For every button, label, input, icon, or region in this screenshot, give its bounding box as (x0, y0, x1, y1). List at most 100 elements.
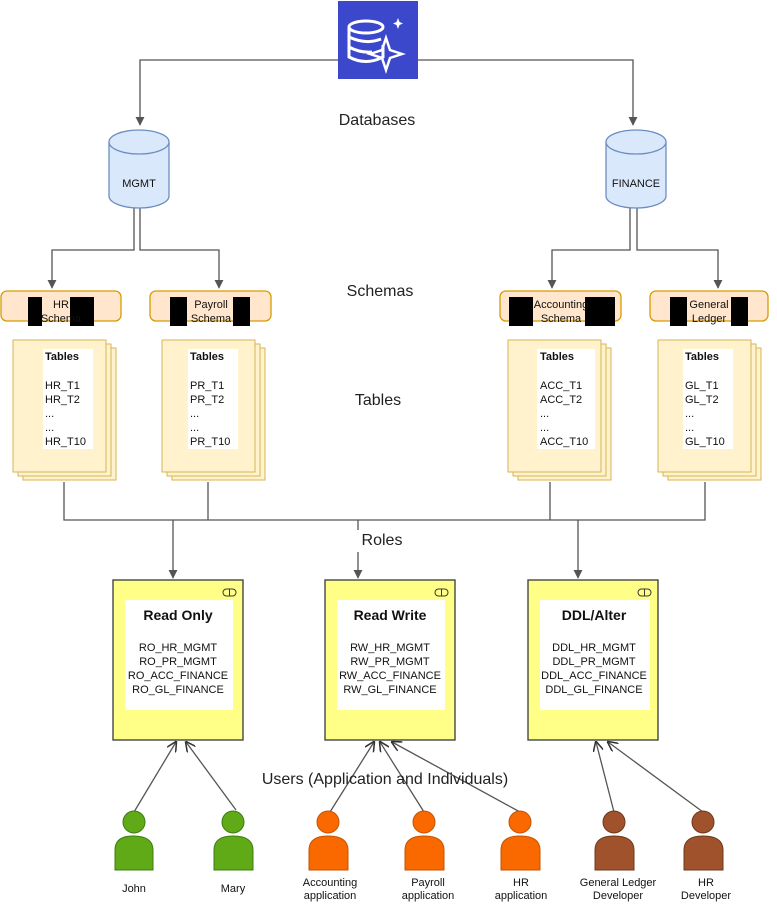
tables-payroll-item: ... (190, 408, 199, 420)
tables-payroll-item: PR_T10 (190, 436, 230, 448)
role-ddl-alter-title: DDL/Alter (562, 607, 627, 623)
user-general-ledger-developer-label1: General Ledger (580, 877, 657, 889)
tables-hr: Tables HR_T1 HR_T2 ... ... HR_T10 (12, 339, 117, 481)
role-read-only-title: Read Only (143, 607, 212, 623)
tables-hr-item: HR_T10 (45, 436, 86, 448)
role-read-write-item: RW_ACC_FINANCE (339, 670, 441, 682)
schema-payroll-line1: Payroll (194, 299, 228, 311)
user-person-icon (594, 835, 635, 871)
connectors (47, 59, 723, 813)
user-accounting-application: Accounting application (303, 810, 357, 902)
user-hr-developer-label1: HR (698, 877, 714, 889)
database-mgmt: MGMT (108, 129, 170, 209)
user-person-icon (221, 810, 245, 834)
user-hr-application-label1: HR (513, 877, 529, 889)
tables-payroll: Tables PR_T1 PR_T2 ... ... PR_T10 (161, 339, 266, 481)
user-person-icon (404, 835, 445, 871)
schema-general-ledger-line1: General (689, 299, 728, 311)
role-read-write: Read Write RW_HR_MGMT RW_PR_MGMT RW_ACC_… (324, 579, 456, 741)
tables-payroll-header: Tables (190, 351, 224, 363)
tables-accounting: Tables ACC_T1 ACC_T2 ... ... ACC_T10 (507, 339, 612, 481)
role-read-write-item: RW_HR_MGMT (350, 642, 430, 654)
role-ddl-alter-item: DDL_GL_FINANCE (545, 684, 642, 696)
tables-payroll-item: PR_T2 (190, 394, 224, 406)
tables-hr-item: ... (45, 408, 54, 420)
tables-general-ledger-item: GL_T2 (685, 394, 719, 406)
tables-payroll-item: PR_T1 (190, 380, 224, 392)
user-hr-application-label2: application (495, 890, 548, 902)
user-mary: Mary (213, 810, 254, 895)
user-accounting-application-label2: application (304, 890, 357, 902)
tables-hr-item: ... (45, 422, 54, 434)
tables-hr-item: HR_T1 (45, 380, 80, 392)
schema-general-ledger-line2: Ledger (692, 313, 727, 325)
tables-accounting-header: Tables (540, 351, 574, 363)
heading-roles: Roles (362, 532, 403, 549)
user-general-ledger-developer-label2: Developer (593, 890, 643, 902)
role-ddl-alter-item: DDL_HR_MGMT (552, 642, 636, 654)
role-read-only: Read Only RO_HR_MGMT RO_PR_MGMT RO_ACC_F… (112, 579, 244, 741)
database-service-icon (338, 1, 418, 79)
role-read-write-title: Read Write (354, 607, 427, 623)
database-finance: FINANCE (605, 129, 667, 209)
tables-general-ledger-item: ... (685, 422, 694, 434)
database-finance-label: FINANCE (612, 178, 660, 190)
user-hr-application: HR application (495, 810, 548, 902)
user-person-icon (316, 810, 340, 834)
role-read-only-item: RO_GL_FINANCE (132, 684, 224, 696)
heading-databases: Databases (339, 112, 416, 129)
tables-accounting-item: ACC_T1 (540, 380, 582, 392)
schema-accounting: Accounting Schema (499, 290, 622, 326)
user-person-icon (308, 835, 349, 871)
heading-tables: Tables (355, 392, 401, 409)
user-payroll-application-label2: application (402, 890, 455, 902)
user-hr-developer: HR Developer (681, 810, 731, 902)
database-mgmt-label: MGMT (122, 178, 156, 190)
role-read-write-item: RW_PR_MGMT (350, 656, 430, 668)
user-person-icon (691, 810, 715, 834)
schema-payroll: Payroll Schema (149, 290, 272, 326)
schema-hr-line2: Schema (41, 313, 82, 325)
schema-hr-line1: HR (53, 299, 69, 311)
tables-payroll-item: ... (190, 422, 199, 434)
role-ddl-alter: DDL/Alter DDL_HR_MGMT DDL_PR_MGMT DDL_AC… (527, 579, 659, 741)
user-person-icon (602, 810, 626, 834)
tables-general-ledger: Tables GL_T1 GL_T2 ... ... GL_T10 (657, 339, 762, 481)
user-payroll-application: Payroll application (402, 810, 455, 902)
role-read-only-item: RO_ACC_FINANCE (128, 670, 228, 682)
user-hr-developer-label2: Developer (681, 890, 731, 902)
user-john: John (114, 810, 154, 895)
tables-accounting-item: ACC_T2 (540, 394, 582, 406)
schema-payroll-line2: Schema (191, 313, 232, 325)
role-ddl-alter-item: DDL_PR_MGMT (552, 656, 635, 668)
user-payroll-application-label1: Payroll (411, 877, 445, 889)
tables-general-ledger-item: GL_T10 (685, 436, 725, 448)
schema-accounting-line1: Accounting (534, 299, 588, 311)
tables-general-ledger-header: Tables (685, 351, 719, 363)
role-read-write-item: RW_GL_FINANCE (343, 684, 436, 696)
tables-accounting-item: ... (540, 422, 549, 434)
schema-hr: HR Schema (0, 290, 122, 326)
user-person-icon (500, 835, 541, 871)
user-person-icon (683, 835, 724, 871)
role-read-only-item: RO_PR_MGMT (139, 656, 217, 668)
tables-general-ledger-item: GL_T1 (685, 380, 719, 392)
heading-schemas: Schemas (347, 283, 414, 300)
user-john-label: John (122, 883, 146, 895)
tables-hr-header: Tables (45, 351, 79, 363)
schema-accounting-line2: Schema (541, 313, 582, 325)
user-person-icon (114, 835, 154, 871)
user-person-icon (122, 810, 146, 834)
user-person-icon (412, 810, 436, 834)
tables-general-ledger-item: ... (685, 408, 694, 420)
tables-hr-item: HR_T2 (45, 394, 80, 406)
role-ddl-alter-item: DDL_ACC_FINANCE (541, 670, 647, 682)
tables-accounting-item: ... (540, 408, 549, 420)
schema-general-ledger: General Ledger (649, 290, 769, 326)
user-person-icon (213, 835, 254, 871)
heading-users: Users (Application and Individuals) (262, 771, 508, 788)
user-mary-label: Mary (221, 883, 246, 895)
user-accounting-application-label1: Accounting (303, 877, 357, 889)
tables-accounting-item: ACC_T10 (540, 436, 588, 448)
